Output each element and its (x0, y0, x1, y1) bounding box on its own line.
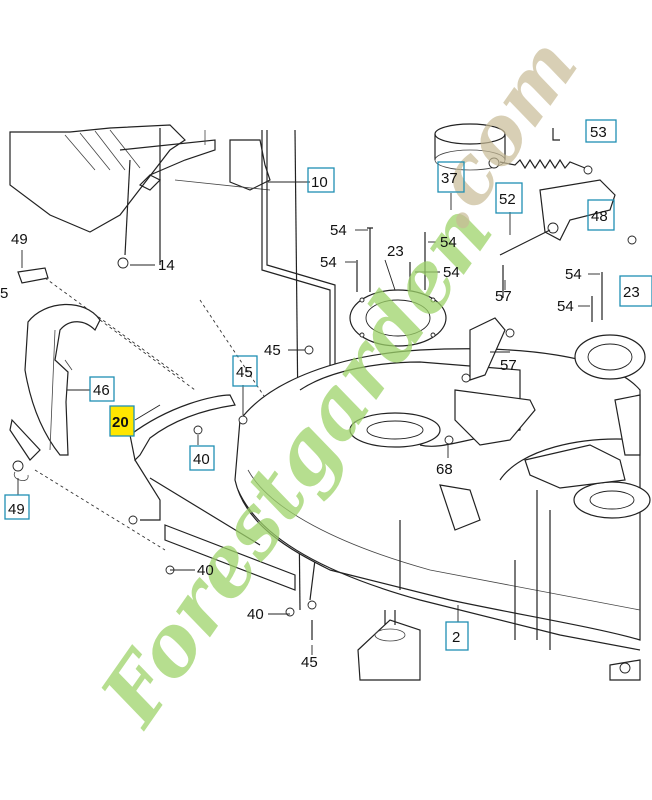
callout-57-mid: 57 (500, 357, 517, 374)
callout-40-bottom: 40 (247, 606, 264, 623)
callout-68: 68 (436, 461, 453, 478)
callout-54-b: 54 (320, 254, 337, 271)
callout-53: 53 (590, 124, 607, 141)
callout-45-top: 45 (264, 342, 281, 359)
ring-plate (349, 289, 447, 347)
ring-plate-right (574, 334, 646, 380)
callout-49-bottom: 49 (8, 501, 25, 518)
callout-48: 48 (591, 208, 608, 225)
spring-52 (488, 157, 593, 175)
callout-10: 10 (311, 174, 328, 191)
deflector-46 (9, 267, 101, 481)
callout-37: 37 (441, 170, 458, 187)
bolts (238, 227, 603, 650)
callout-23: 23 (387, 243, 404, 260)
bracket-48 (499, 128, 637, 256)
callout-52: 52 (499, 191, 516, 208)
callout-40-boxed: 40 (193, 451, 210, 468)
callout-45-bottom: 45 (301, 654, 318, 671)
assembly-dashed-lines (34, 277, 271, 551)
callout-14: 14 (158, 257, 175, 274)
spindle-right (609, 659, 641, 681)
callout-5: 5 (0, 285, 8, 302)
callout-54-f: 54 (557, 298, 574, 315)
callout-labels: 10 14 49 46 20 40 49 40 40 45 45 45 37 5… (0, 124, 640, 671)
callout-54-d: 54 (443, 264, 460, 281)
idler-arm (454, 317, 536, 446)
callout-54-a: 54 (330, 222, 347, 239)
top-pulley (434, 123, 506, 171)
callout-boxes (4, 119, 652, 651)
spindle-left (357, 610, 421, 681)
baffle-20 (128, 394, 296, 591)
callout-57-top: 57 (495, 288, 512, 305)
callout-2: 2 (452, 629, 460, 646)
callout-20: 20 (112, 414, 129, 431)
callout-40-lower: 40 (197, 562, 214, 579)
callout-46: 46 (93, 382, 110, 399)
callout-49-top: 49 (11, 231, 28, 248)
leader-lines (17, 181, 600, 655)
callout-54-e: 54 (565, 266, 582, 283)
mower-deck-2 (234, 348, 651, 651)
frame-bracket (9, 124, 216, 269)
callout-23-boxed: 23 (623, 284, 640, 301)
callout-45-boxed: 45 (236, 364, 253, 381)
right-bracket (439, 394, 641, 531)
callout-54-c: 54 (440, 234, 457, 251)
